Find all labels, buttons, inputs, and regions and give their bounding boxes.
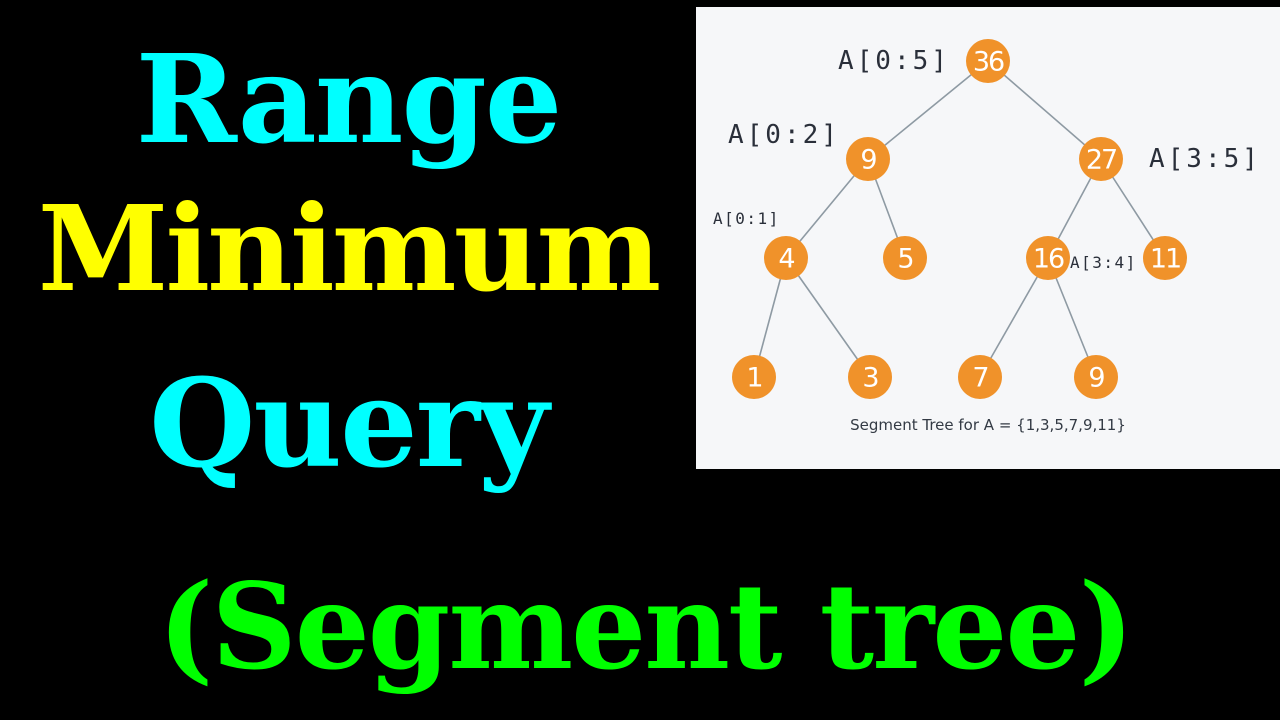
tree-node: 9 <box>846 137 890 181</box>
tree-node: 36 <box>966 39 1010 83</box>
tree-edge <box>867 60 989 160</box>
node-value: 3 <box>862 363 878 394</box>
title-range: Range <box>135 27 563 171</box>
range-labels: A[0:5] A[0:2] A[3:5] A[0:1] A[3:4] <box>713 46 1261 272</box>
node-value: 1 <box>746 363 761 394</box>
node-value: 27 <box>1086 145 1116 176</box>
node-value: 5 <box>897 244 912 275</box>
node-value: 11 <box>1150 244 1180 275</box>
range-label: A[3:5] <box>1149 144 1261 174</box>
tree-node: 4 <box>764 236 808 280</box>
tree-node: 5 <box>883 236 927 280</box>
title-minimum: Minimum <box>37 179 662 318</box>
tree-node: 9 <box>1074 355 1118 399</box>
title-query: Query <box>149 351 549 495</box>
node-value: 16 <box>1033 244 1064 275</box>
node-value: 9 <box>1088 363 1104 394</box>
tree-node: 11 <box>1143 236 1187 280</box>
range-label: A[0:5] <box>838 46 950 76</box>
tree-node: 3 <box>848 355 892 399</box>
diagram-caption: Segment Tree for A = {1,3,5,7,9,11} <box>850 416 1126 434</box>
node-value: 9 <box>860 145 876 176</box>
tree-edge <box>979 257 1049 378</box>
title-segment-tree: (Segment tree) <box>157 557 1135 696</box>
node-value: 4 <box>778 244 794 275</box>
range-label: A[3:4] <box>1070 253 1137 272</box>
tree-node: 7 <box>958 355 1002 399</box>
node-value: 7 <box>972 363 987 394</box>
tree-node: 27 <box>1079 137 1123 181</box>
tree-edge <box>987 60 1102 160</box>
tree-edges <box>753 60 1166 378</box>
range-label: A[0:1] <box>713 209 780 228</box>
range-label: A[0:2] <box>728 120 840 150</box>
tree-node: 16 <box>1026 236 1070 280</box>
tree-node: 1 <box>732 355 776 399</box>
node-value: 36 <box>973 47 1004 78</box>
tree-edge <box>785 257 871 378</box>
